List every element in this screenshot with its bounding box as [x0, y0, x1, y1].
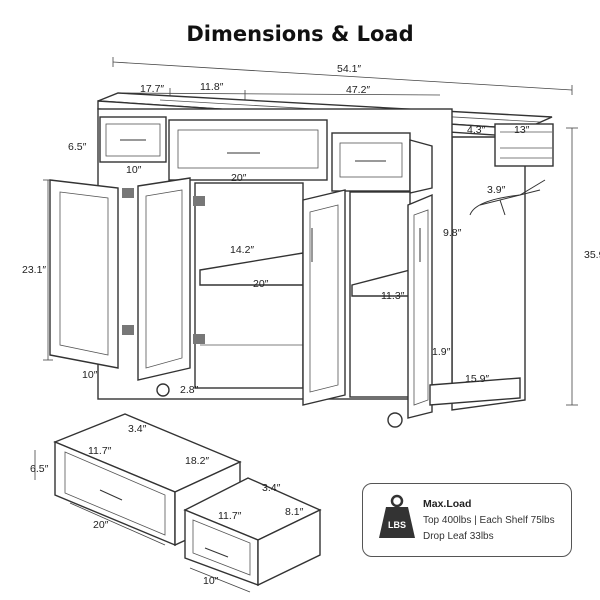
dim-drawer-width-main: 20″	[231, 172, 247, 184]
dim-drawer-height: 6.5″	[68, 141, 87, 153]
drawer-right	[331, 132, 411, 192]
drawer-center	[168, 119, 328, 181]
load-top-shelf: Top 400lbs | Each Shelf 75lbs	[423, 515, 555, 526]
weight-icon: LBS	[379, 494, 415, 538]
drop-leaf	[451, 123, 554, 411]
load-title: Max.Load	[423, 498, 472, 510]
load-drop-leaf: Drop Leaf 33lbs	[423, 531, 494, 542]
cabinet-body	[49, 108, 521, 428]
large-drawer-height: 6.5″	[30, 463, 49, 475]
dim-leaf-depth: 13″	[514, 124, 530, 136]
load-info-box: LBS Max.Load Top 400lbs | Each Shelf 75l…	[362, 483, 572, 557]
small-drawer-inner-width: 11.7″	[218, 510, 242, 522]
dim-top-section: 47.2″	[346, 84, 370, 96]
dim-shelf-width: 20″	[253, 278, 269, 290]
large-drawer-depth: 18.2″	[185, 455, 209, 467]
dim-side-height: 9.8″	[443, 227, 462, 239]
dim-side-shelf: 11.3″	[381, 290, 405, 302]
dim-drawer-width-small: 10″	[126, 164, 142, 176]
dim-right-gap: 1.9″	[432, 346, 451, 358]
dim-leaf-offset: 4.3″	[467, 124, 486, 136]
dim-overall-width: 54.1″	[337, 63, 361, 75]
dim-leaf-drop: 3.9″	[487, 184, 506, 196]
dim-caster: 2.8″	[180, 384, 199, 396]
dim-gap-section: 11.8″	[200, 81, 224, 93]
dim-overall-height: 35.9″	[584, 249, 600, 261]
dim-door-height: 23.1″	[22, 264, 46, 276]
small-drawer-detail: 3.4″ 11.7″ 8.1″ 10″	[183, 477, 322, 593]
dimension-labels: 54.1″ 17.7″ 11.8″ 47.2″ 13″ 4.3″ 6.5″ 10…	[22, 63, 600, 396]
dim-shelf-height: 14.2″	[230, 244, 254, 256]
large-drawer-inner-width: 11.7″	[88, 445, 112, 457]
small-drawer-side: 3.4″	[262, 482, 281, 494]
small-drawer-width: 10″	[203, 575, 219, 587]
large-drawer-width: 20″	[93, 519, 109, 531]
large-drawer-side: 3.4″	[128, 423, 147, 435]
dim-left-section: 17.7″	[140, 83, 164, 95]
page-title: Dimensions & Load	[186, 22, 414, 46]
dim-bottom-left: 10″	[82, 369, 98, 381]
weight-icon-label: LBS	[388, 520, 406, 530]
small-drawer-depth: 8.1″	[285, 506, 304, 518]
dimension-lines	[43, 57, 578, 406]
dim-right-depth: 15.9″	[465, 373, 489, 385]
